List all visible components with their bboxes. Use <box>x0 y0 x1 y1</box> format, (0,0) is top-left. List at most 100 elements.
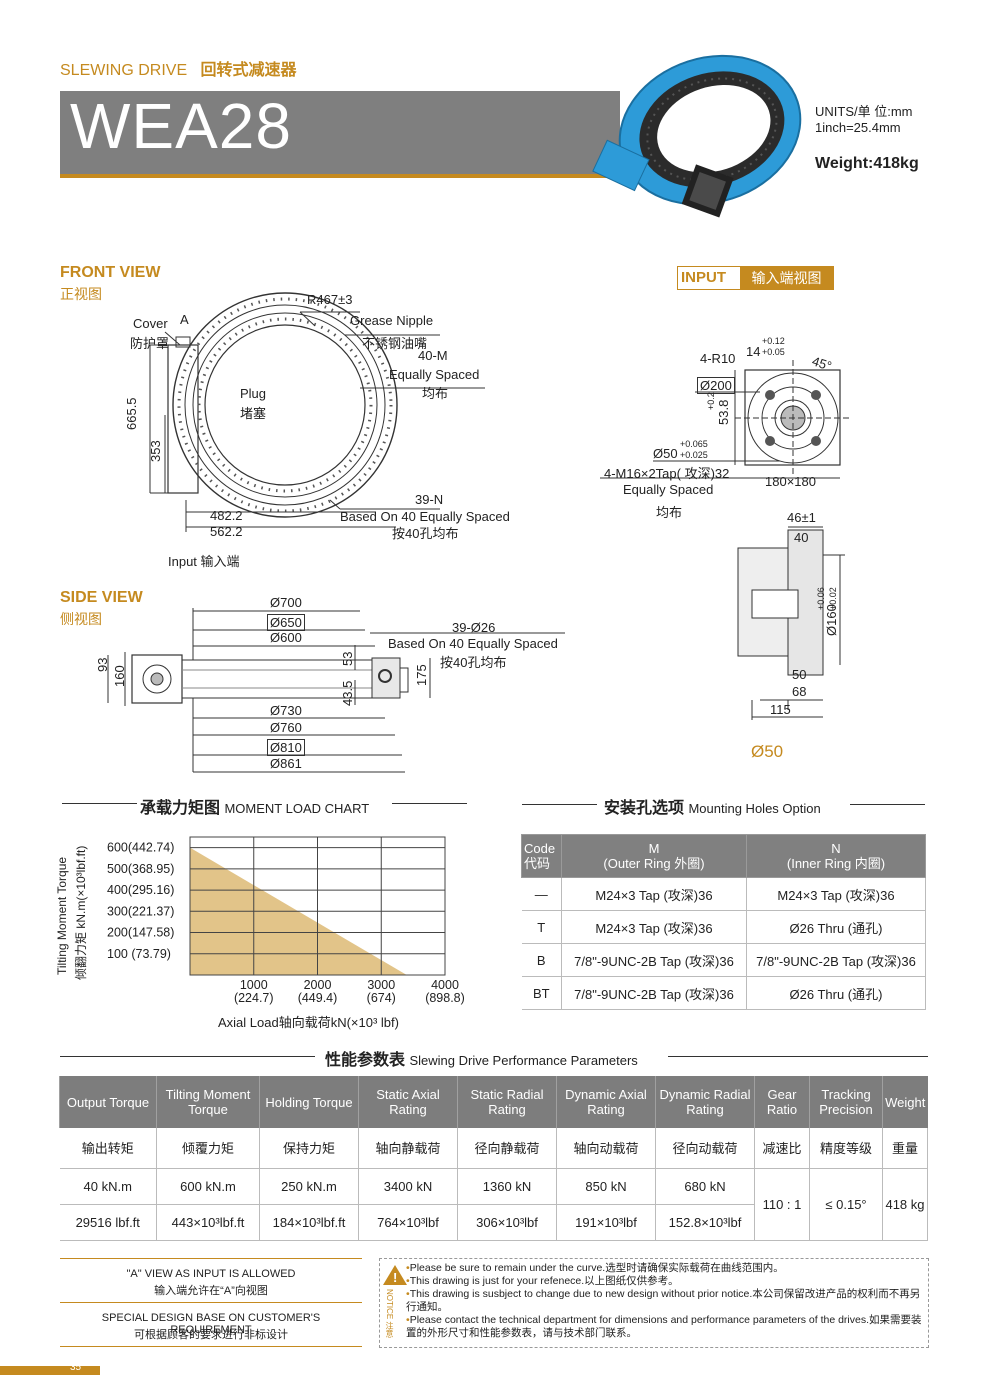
footer-rule-top <box>60 1258 362 1259</box>
chart-x-tick-sublabel: (898.8) <box>425 991 465 1005</box>
label-d200: Ø200 <box>697 377 735 394</box>
notice-list: •Please be sure to remain under the curv… <box>406 1262 926 1340</box>
footer-note1-cn: 输入端允许在“A”向视图 <box>154 1285 268 1297</box>
label-40m: 40-M <box>418 348 448 363</box>
perf-title-rule-left <box>60 1056 315 1057</box>
label-eq-spaced-cn: 均布 <box>422 386 449 401</box>
model-banner <box>60 91 620 176</box>
perf-head-3: Static Axial Rating <box>358 1076 458 1128</box>
units-line2: 1inch=25.4mm <box>815 120 901 135</box>
chart-title-rule-right <box>392 803 467 804</box>
label-based40-cn: 按40孔均布 <box>392 526 459 541</box>
label-4822: 482.2 <box>210 508 243 523</box>
perf-weight: 418 kg <box>882 1168 928 1241</box>
perf-gear-ratio: 110 : 1 <box>754 1168 810 1241</box>
category-cn: 回转式减速器 <box>200 62 297 79</box>
page-number-tab: 35 <box>0 1362 100 1375</box>
footer-note2-en: SPECIAL DESIGN BASE ON CUSTOMER'S REQUIR… <box>101 1312 321 1336</box>
page-number: 35 <box>70 1362 82 1373</box>
notice-item: •This drawing is susbject to change due … <box>406 1288 921 1313</box>
label-d50-tol-b: +0.025 <box>680 450 708 460</box>
label-eq: Equally Spaced <box>623 482 714 497</box>
model-title: WEA28 <box>70 90 292 162</box>
category-en: SLEWING DRIVE <box>60 62 188 79</box>
chart-y-tick-label: 100 (73.79) <box>107 947 171 961</box>
chart-y-tick-label: 300(221.37) <box>107 904 174 918</box>
label-side-based-cn: 按40孔均布 <box>440 655 507 670</box>
perf-header-en-row: Output Torque Tilting Moment Torque Hold… <box>59 1076 928 1128</box>
perf-title: 性能参数表 Slewing Drive Performance Paramete… <box>325 1046 638 1070</box>
perf-head-1: Tilting Moment Torque <box>156 1076 260 1128</box>
label-cover-cn: 防护罩 <box>130 336 170 351</box>
notice-item: •Please be sure to remain under the curv… <box>406 1262 784 1274</box>
label-39d26: 39-Ø26 <box>452 620 496 635</box>
chart-x-tick-sublabel: (674) <box>367 991 396 1005</box>
label-d50-tol-a: +0.065 <box>680 439 708 449</box>
label-46: 46±1 <box>787 510 816 525</box>
label-68: 68 <box>792 684 807 699</box>
label-input: Input 输入端 <box>168 554 240 569</box>
chart-xlabel: Axial Load轴向载荷kN(×10³ lbf) <box>218 1015 399 1030</box>
notice-item: •This drawing is just for your refenece.… <box>406 1275 679 1287</box>
mount-title-rule-right <box>850 804 925 805</box>
footer-rule-bottom <box>60 1346 362 1347</box>
perf-head-9: Weight <box>882 1076 928 1128</box>
chart-y-tick-label: 200(147.58) <box>107 926 174 940</box>
chart-y-tick-label: 600(442.74) <box>107 841 174 855</box>
units-line1: UNITS/单 位:mm <box>815 104 913 119</box>
label-grease-cn: 不锈钢油嘴 <box>362 336 428 351</box>
perf-title-en: Slewing Drive Performance Parameters <box>409 1053 638 1068</box>
label-39n: 39-N <box>415 492 444 507</box>
chart-x-tick-label: 3000 <box>367 978 395 992</box>
label-14-tol-a: +0.12 <box>762 336 785 346</box>
perf-head-2: Holding Torque <box>259 1076 359 1128</box>
chart-x-tick-label: 2000 <box>304 978 332 992</box>
perf-head-7: Gear Ratio <box>754 1076 810 1128</box>
label-14-tol-b: +0.05 <box>762 347 785 357</box>
mount-title-en: Mounting Holes Option <box>688 801 821 816</box>
category-label: SLEWING DRIVE 回转式减速器 <box>60 56 297 80</box>
label-115: 115 <box>770 702 791 717</box>
weight-label: Weight:418kg <box>815 155 919 172</box>
perf-head-6: Dynamic Radial Rating <box>655 1076 755 1128</box>
chart-title: 承载力矩图 MOMENT LOAD CHART <box>140 794 369 818</box>
mount-title-rule-left <box>522 804 597 805</box>
label-plug: Plug <box>240 386 267 401</box>
label-eq-cn: 均布 <box>656 505 683 520</box>
chart-title-rule-left <box>62 803 137 804</box>
input-badge-en: INPUT <box>681 269 726 286</box>
chart-x-tick-label: 4000 <box>431 978 459 992</box>
input-badge: INPUT 输入端视图 <box>677 266 834 290</box>
mount-head-n: N(Inner Ring 内圈) <box>746 834 926 878</box>
chart-y-tick-label: 400(295.16) <box>107 883 174 897</box>
notice-item: •Please contact the technical department… <box>406 1314 922 1339</box>
label-d650: Ø650 <box>267 614 305 631</box>
label-r467: R467±3 <box>307 292 353 307</box>
chart-x-tick-sublabel: (224.7) <box>234 991 274 1005</box>
perf-header-cn-row: 输出转矩倾覆力矩 保持力矩轴向静载荷 径向静载荷轴向动载荷 径向动载荷减速比 精… <box>59 1128 928 1169</box>
input-badge-cn: 输入端视图 <box>740 267 833 289</box>
label-50b: 50 <box>792 667 807 682</box>
perf-precision: ≤ 0.15° <box>809 1168 883 1241</box>
perf-head-5: Dynamic Axial Rating <box>556 1076 656 1128</box>
chart-y-tick-label: 500(368.95) <box>107 862 174 876</box>
label-d600: Ø600 <box>270 630 302 645</box>
label-d730: Ø730 <box>270 703 302 718</box>
perf-title-cn: 性能参数表 <box>325 1052 406 1069</box>
chart-title-en: MOMENT LOAD CHART <box>224 801 370 816</box>
perf-head-4: Static Radial Rating <box>457 1076 557 1128</box>
side-view-title-cn: 侧视图 <box>60 611 102 627</box>
banner-gold-line <box>60 174 685 178</box>
perf-title-rule-right <box>668 1056 928 1057</box>
label-d50: Ø50 <box>653 446 678 461</box>
label-d700: Ø700 <box>270 595 302 610</box>
notice-label: NOTICE 注意 <box>385 1289 394 1338</box>
